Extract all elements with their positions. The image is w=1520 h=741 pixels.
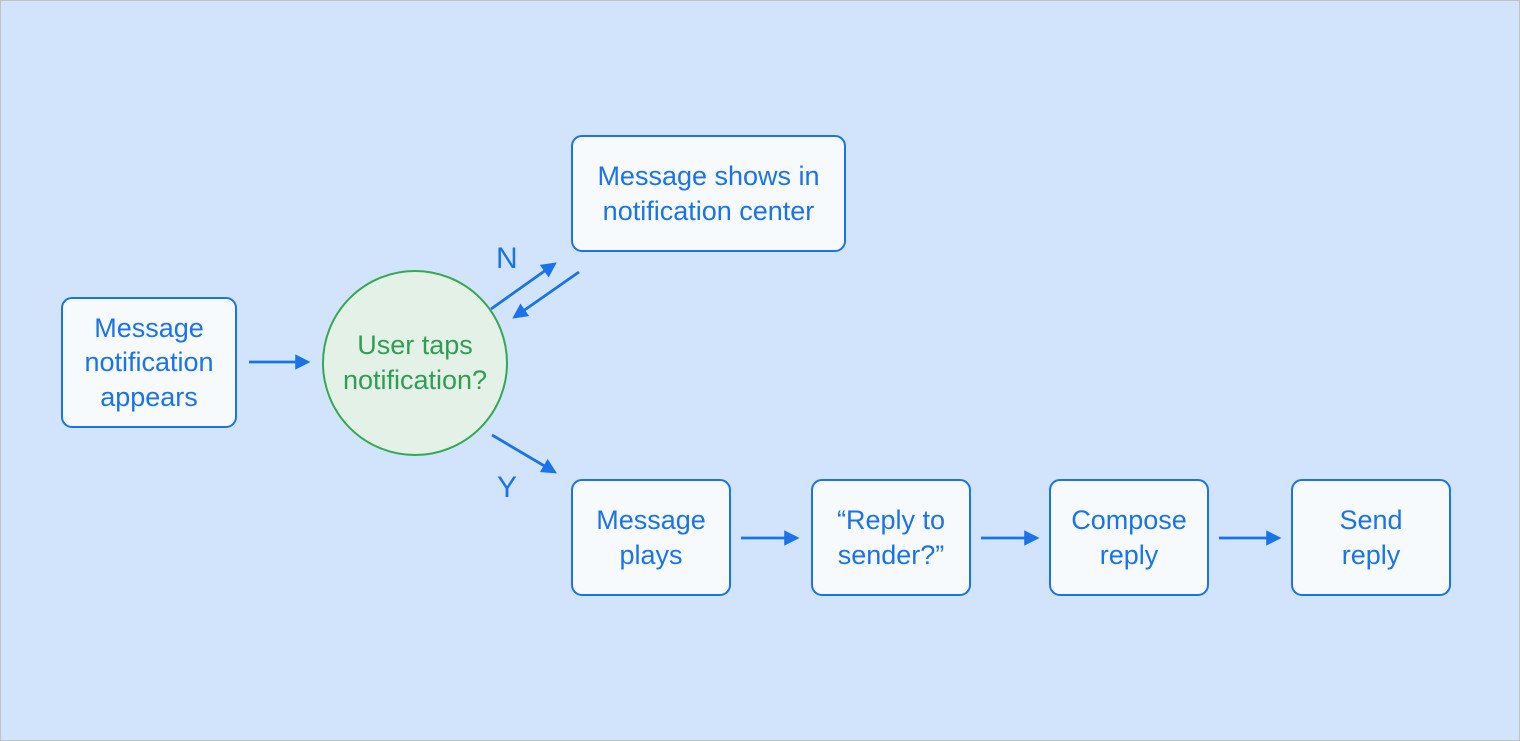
edge-decision-to-notification-center [490,262,557,311]
decision-user-taps-notification: User taps notification? [322,270,508,456]
node-compose-reply: Compose reply [1049,479,1209,596]
node-label: Compose reply [1071,504,1187,570]
edge-decision-to-message-plays [491,433,557,474]
edge-label-yes: Y [497,471,518,504]
node-label: Send reply [1339,504,1403,570]
node-send-reply: Send reply [1291,479,1451,596]
node-reply-to-sender: “Reply to sender?” [811,479,971,596]
node-message-notification-appears: Message notification appears [61,297,237,428]
node-label: User taps notification? [342,330,488,395]
edge-notification-center-to-decision [512,270,580,319]
node-message-plays: Message plays [571,479,731,596]
node-message-shows-in-notification-center: Message shows in notification center [571,135,846,252]
node-label: Message plays [596,504,706,570]
node-label: Message notification appears [84,312,214,412]
edge-label-no: N [496,242,518,275]
node-label: Message shows in notification center [597,160,820,226]
node-label: “Reply to sender?” [836,504,946,570]
